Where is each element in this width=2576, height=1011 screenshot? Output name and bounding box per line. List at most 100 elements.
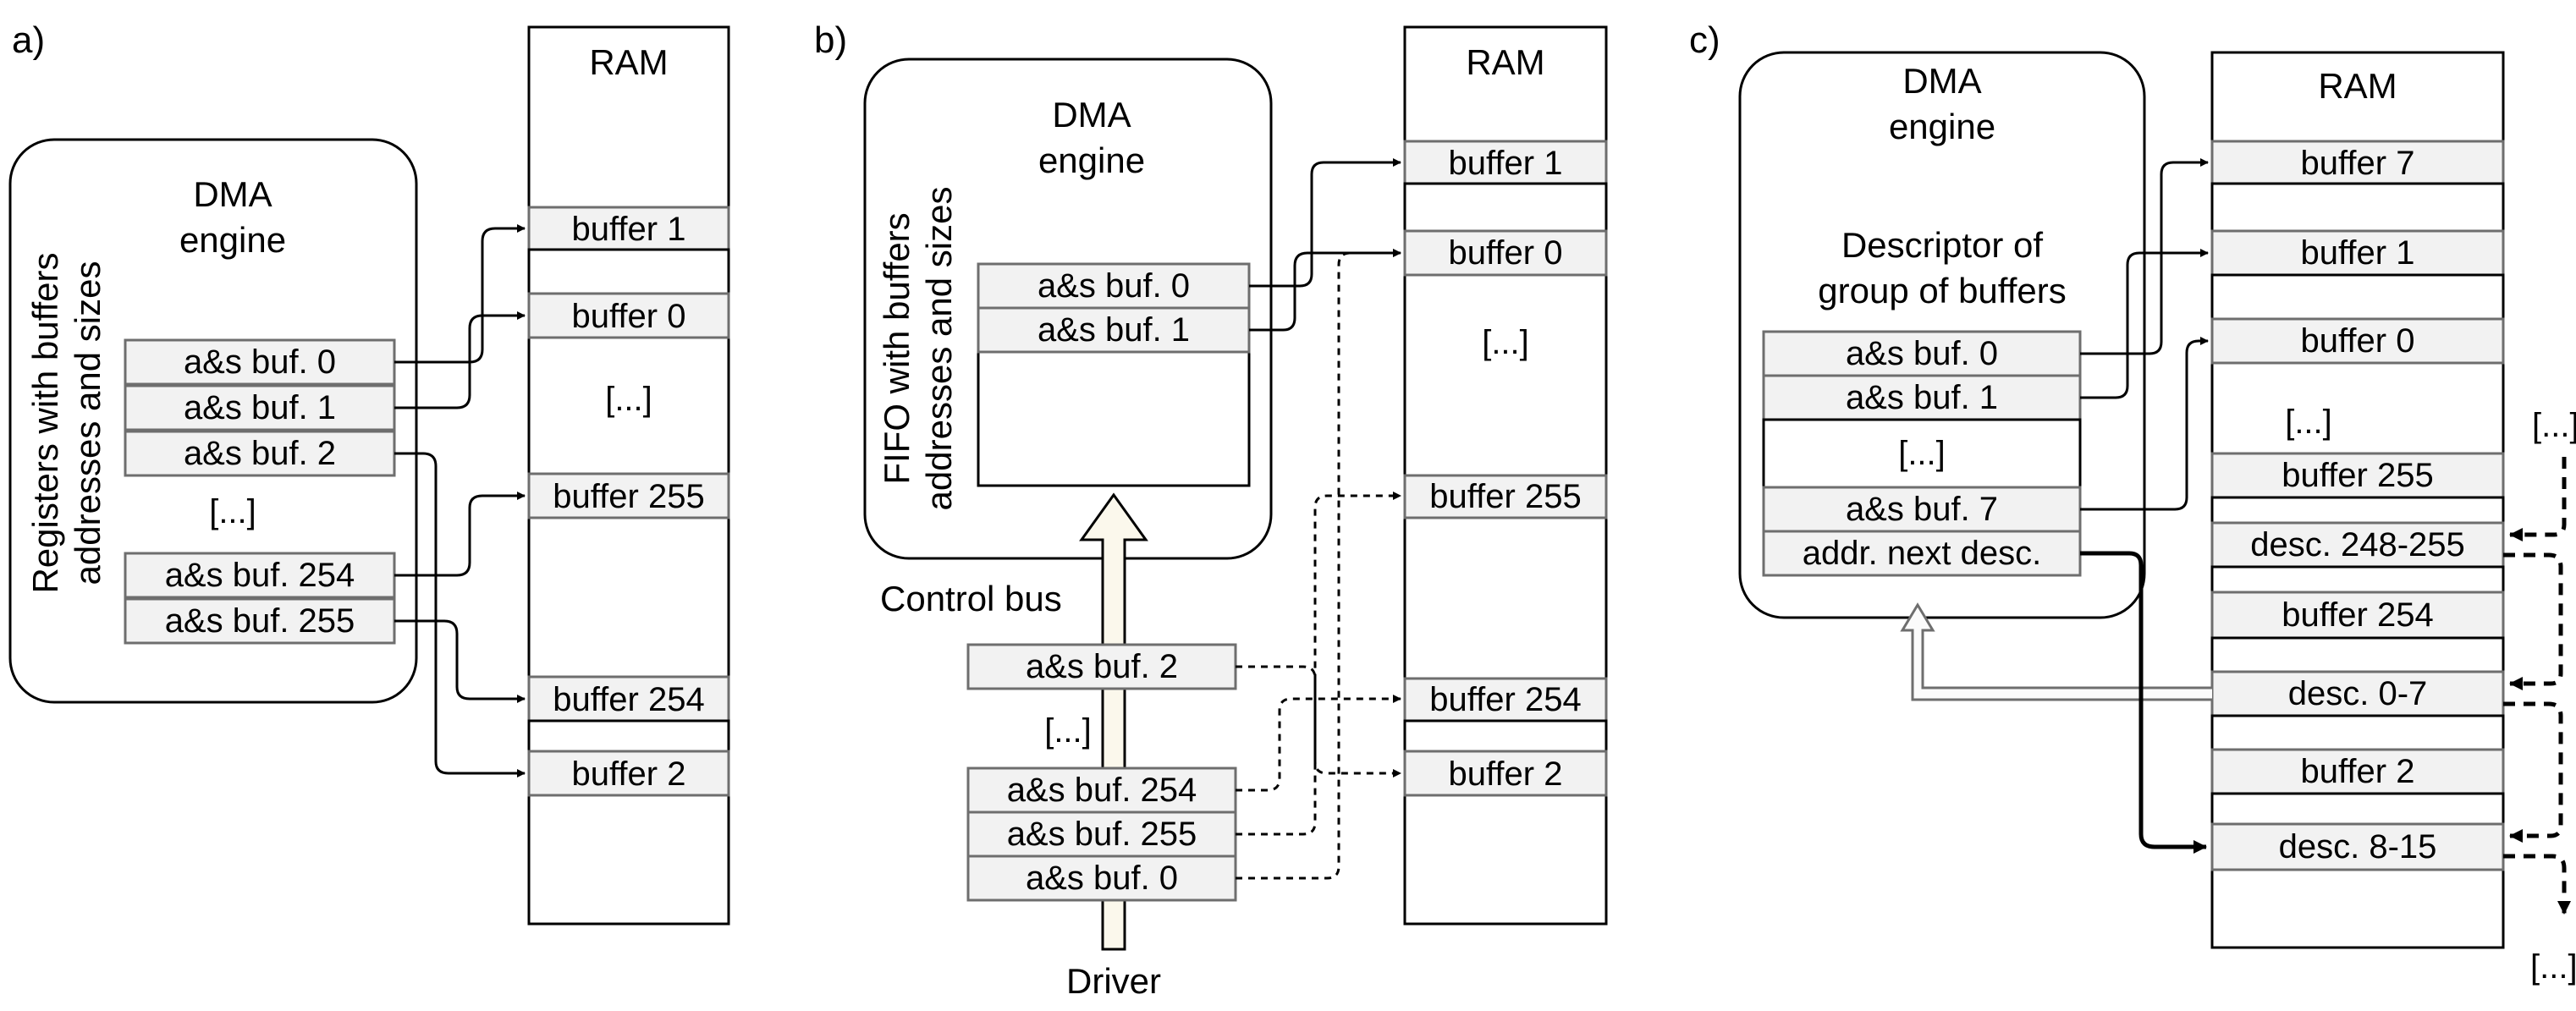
ram-buffer-label: buffer 0 — [2301, 322, 2415, 360]
ram-buffer-label: buffer 255 — [1429, 478, 1581, 515]
queue-ellipsis: [...] — [1044, 712, 1092, 750]
fifo-entry-label: a&s buf. 1 — [1038, 311, 1190, 349]
descriptor-ellipsis-box — [1762, 418, 2082, 489]
ram-buffer — [2210, 748, 2505, 795]
register-label: a&s buf. 1 — [184, 389, 336, 426]
ram-descriptor-label: desc. 248-255 — [2250, 526, 2465, 563]
ram-buffer — [1403, 229, 1608, 277]
ram-descriptor-label: desc. 8-15 — [2279, 828, 2437, 865]
queue-entry — [966, 643, 1237, 690]
ram-ellipsis: [...] — [1482, 324, 1529, 361]
ram-ellipsis: [...] — [2285, 404, 2332, 441]
ram-buffer-label: buffer 254 — [1429, 681, 1581, 718]
next-descriptor-arrow — [2080, 551, 2207, 854]
pointer-arrow — [394, 311, 526, 409]
ram-buffer-label: buffer 2 — [572, 756, 686, 793]
queue-entry — [966, 854, 1237, 902]
pointer-arrow — [394, 619, 526, 703]
chain-arrow — [2509, 457, 2567, 541]
panel-c-tag: c) — [1689, 19, 1720, 61]
panel-a: a) RAM buffer 1 buffer 0 [...] buffer 25… — [8, 19, 730, 926]
load-descriptor-arrow — [1900, 602, 2212, 701]
ram-gap — [2210, 714, 2505, 751]
pointer-arrow — [394, 492, 526, 577]
pointer-arrow — [2080, 337, 2209, 511]
descriptor-entry — [1762, 330, 2082, 377]
ram-gap — [2210, 792, 2505, 826]
pending-arrow — [1236, 249, 1401, 880]
engine-title: DMA — [193, 174, 272, 214]
descriptor-entry-label: addr. next desc. — [1803, 535, 2041, 572]
descriptor-entry-label: a&s buf. 0 — [1846, 335, 1998, 372]
ram-descriptor-label: desc. 0-7 — [2288, 675, 2428, 712]
panel-b: b) RAM buffer 1 buffer 0 [...] buffer 25… — [814, 19, 1608, 1001]
engine-title: engine — [1889, 107, 1995, 146]
fifo-label: FIFO with buffers — [877, 212, 916, 484]
ram-buffer-label: buffer 254 — [553, 681, 704, 718]
chain-arrow — [2503, 552, 2563, 690]
ram-buffer-label: buffer 1 — [1449, 145, 1563, 182]
ram-buffer-label: buffer 0 — [572, 298, 686, 335]
ram-buffer — [1403, 474, 1608, 519]
register-label: a&s buf. 2 — [184, 435, 336, 472]
engine-title: engine — [179, 220, 286, 260]
register-label: a&s buf. 254 — [165, 557, 355, 594]
panel-c: c) RAM buffer 7 buffer 1 buffer 0 [...] … — [1689, 19, 2576, 986]
ram-descriptor — [2210, 822, 2505, 871]
pending-arrow — [1236, 695, 1401, 792]
ram-gap — [1403, 719, 1608, 753]
fifo-label: addresses and sizes — [919, 187, 959, 511]
ram-buffer-label: buffer 1 — [572, 211, 686, 248]
descriptor-title: group of buffers — [1818, 271, 2066, 310]
queue-entry-label: a&s buf. 254 — [1007, 772, 1197, 809]
register — [124, 552, 396, 599]
chain-ellipsis: [...] — [2532, 407, 2576, 444]
ram-buffer-label: buffer 0 — [1449, 234, 1563, 272]
pending-arrow — [1236, 492, 1401, 836]
register-ellipsis: [...] — [209, 493, 256, 530]
engine-title: DMA — [1052, 95, 1131, 135]
control-bus-label: Control bus — [880, 579, 1062, 618]
ram-ellipsis: [...] — [605, 381, 652, 418]
descriptor-entry — [1762, 486, 2082, 533]
registers-label: Registers with buffers — [25, 252, 65, 593]
chain-ellipsis: [...] — [2530, 948, 2576, 986]
ram-gap — [2210, 273, 2505, 321]
fifo-entry — [977, 262, 1251, 310]
ram-gap — [2210, 636, 2505, 673]
engine-title: engine — [1038, 140, 1145, 180]
queue-entry-label: a&s buf. 0 — [1026, 860, 1178, 897]
ram-gap — [2210, 565, 2505, 594]
descriptor-entry — [1762, 530, 2082, 577]
descriptor-entry-label: a&s buf. 1 — [1846, 379, 1998, 416]
ram-buffer — [527, 750, 730, 797]
ram-buffer-label: buffer 7 — [2301, 145, 2415, 182]
ram-buffer-label: buffer 2 — [2301, 753, 2415, 790]
ram-buffer — [2210, 229, 2505, 277]
pointer-arrow — [2080, 158, 2209, 355]
ram-buffer-label: buffer 255 — [553, 478, 704, 515]
pending-arrow — [1236, 665, 1401, 777]
pointer-arrow — [394, 224, 526, 364]
ram-buffer-label: buffer 2 — [1449, 756, 1563, 793]
fifo-entry-label: a&s buf. 0 — [1038, 267, 1190, 305]
ram-buffer — [527, 292, 730, 339]
register — [124, 384, 396, 431]
panel-a-tag: a) — [12, 19, 45, 61]
ram-buffer — [1403, 750, 1608, 797]
chain-arrow — [2503, 701, 2563, 843]
driver-label: Driver — [1066, 961, 1161, 1001]
registers-label: addresses and sizes — [68, 261, 107, 585]
ram-title: RAM — [589, 42, 668, 82]
pointer-arrow — [1249, 158, 1401, 288]
pointer-arrow — [2080, 249, 2209, 399]
ram-gap — [527, 248, 730, 295]
ram-descriptor — [2210, 521, 2505, 569]
descriptor-entry-label: a&s buf. 7 — [1846, 491, 1998, 528]
descriptor-title: Descriptor of — [1841, 225, 2043, 265]
chain-arrow — [2503, 854, 2571, 915]
descriptor-ellipsis: [...] — [1898, 435, 1946, 472]
ram-buffer-label: buffer 1 — [2301, 234, 2415, 272]
ram-gap — [527, 719, 730, 753]
